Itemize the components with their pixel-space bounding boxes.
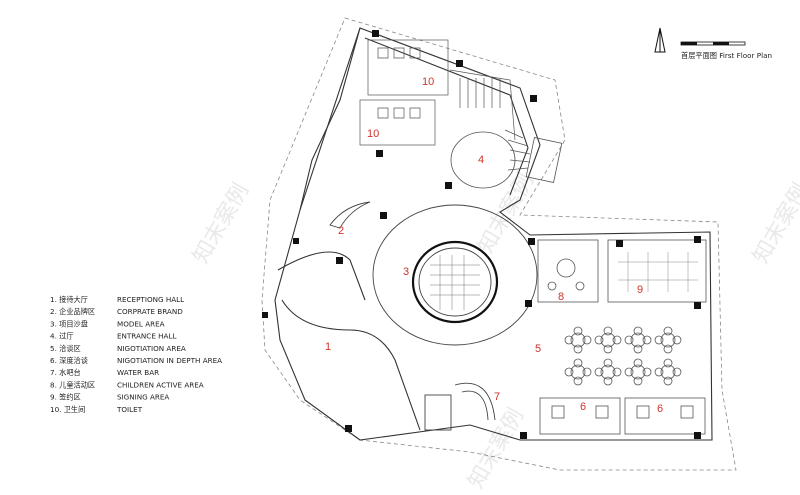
water-bar	[424, 382, 496, 431]
plan-title: 首层平面图 First Floor Plan	[681, 51, 772, 60]
legend-item-cn: 9. 签约区	[50, 393, 81, 402]
room-label-4: 4	[478, 154, 484, 166]
room-label-6a: 6	[580, 401, 586, 413]
watermark-group: 知末案例 知末案例 知末案例 知末案例	[189, 169, 800, 493]
entrance-hall	[450, 129, 563, 189]
building-walls	[274, 27, 713, 441]
room-label-7: 7	[494, 391, 500, 403]
model-area	[372, 204, 538, 346]
room-label-10a: 10	[422, 76, 434, 88]
scale-bar	[680, 41, 746, 46]
legend-item-en: CORPRATE BRAND	[117, 307, 183, 316]
north-arrow-icon	[654, 27, 666, 53]
legend-item-cn: 8. 儿童活动区	[50, 380, 95, 389]
legend-item-cn: 1. 接待大厅	[50, 295, 88, 304]
legend-item-cn: 10. 卫生间	[50, 405, 85, 414]
watermark-right: 知末案例	[749, 179, 800, 268]
children-signing-rooms	[537, 239, 707, 303]
legend-item-cn: 3. 项目沙盘	[50, 319, 88, 328]
toilet-area	[359, 39, 516, 146]
watermark-bottom: 知末案例	[464, 404, 530, 493]
legend-item-en: NIGOTIATION IN DEPTH AREA	[117, 356, 222, 365]
legend-item-en: RECEPTIONG HALL	[117, 295, 184, 304]
legend-item-en: MODEL AREA	[117, 319, 165, 328]
legend-item-cn: 7. 水吧台	[50, 368, 81, 377]
legend-item-en: TOILET	[116, 405, 143, 414]
legend: 1. 接待大厅 RECEPTIONG HALL 2. 企业品牌区 CORPRATE B…	[50, 295, 222, 414]
legend-item-en: ENTRANCE HALL	[117, 332, 176, 341]
legend-item-en: NIGOTIATION AREA	[117, 344, 186, 353]
structural-columns	[262, 30, 701, 439]
room-label-1: 1	[325, 341, 331, 353]
room-label-8: 8	[558, 291, 564, 303]
room-label-5: 5	[535, 343, 541, 355]
legend-item-en: WATER BAR	[117, 368, 159, 377]
room-label-2: 2	[338, 225, 344, 237]
room-label-10b: 10	[367, 128, 379, 140]
legend-item-cn: 2. 企业品牌区	[50, 307, 95, 316]
legend-item-cn: 5. 洽谈区	[50, 344, 81, 353]
room-label-9: 9	[637, 284, 643, 296]
legend-item-en: CHILDREN ACTIVE AREA	[117, 380, 204, 389]
negotiation-tables	[564, 326, 682, 386]
watermark-left: 知末案例	[189, 179, 255, 268]
room-labels: 1 2 3 4 5 6 6 7 8 9 10 10	[325, 76, 663, 415]
in-depth-rooms	[539, 397, 706, 435]
room-label-6b: 6	[657, 403, 663, 415]
legend-item-cn: 4. 过厅	[50, 332, 74, 341]
legend-item-cn: 6. 深度洽谈	[50, 356, 88, 365]
legend-item-en: SIGNING AREA	[117, 393, 169, 402]
brand-display	[329, 201, 371, 229]
room-label-3: 3	[403, 266, 409, 278]
